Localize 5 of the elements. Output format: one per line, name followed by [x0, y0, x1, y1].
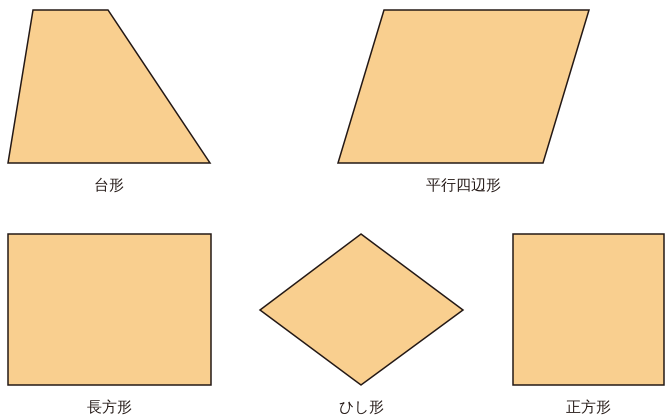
shape-name: ひし形: [338, 398, 385, 416]
shape-name: 正方形: [565, 398, 612, 416]
shape-name: 台形: [93, 176, 125, 194]
shape-name: 長方形: [86, 398, 133, 416]
shape-name: 平行四辺形: [425, 176, 502, 194]
